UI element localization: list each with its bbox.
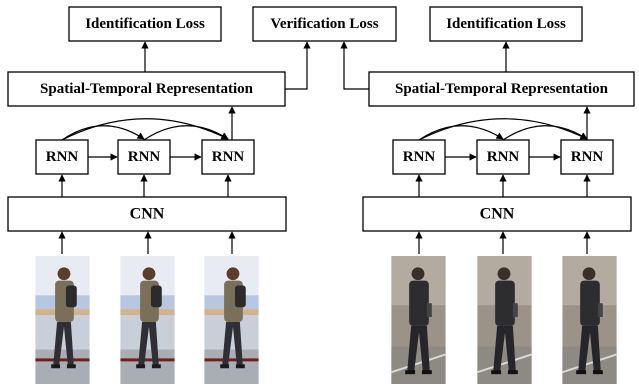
- representation-left-label: Spatial-Temporal Representation: [40, 81, 254, 97]
- pedestrian-frame-right-3: [562, 256, 617, 384]
- cnn-right: CNN: [362, 196, 632, 232]
- rnn-right-3-label: RNN: [571, 149, 604, 165]
- identification-loss-left: Identification Loss: [68, 6, 222, 42]
- cnn-left: CNN: [7, 196, 287, 232]
- skip-arc-left-1-2: [61, 125, 145, 141]
- verification-loss: Verification Loss: [252, 6, 397, 42]
- skip-arc-right-1-2: [418, 125, 504, 141]
- identification-loss-left-label: Identification Loss: [85, 16, 205, 32]
- representation-right-label: Spatial-Temporal Representation: [395, 81, 609, 97]
- identification-loss-right-label: Identification Loss: [446, 16, 566, 32]
- cnn-right-label: CNN: [480, 206, 515, 223]
- rnn-left-2-label: RNN: [128, 149, 161, 165]
- pedestrian-frame-right-2: [477, 256, 532, 384]
- pedestrian-frame-right-1: [391, 256, 446, 384]
- pedestrian-frame-left-3: [204, 256, 259, 384]
- rnn-left-1-label: RNN: [46, 149, 79, 165]
- rnn-left-3-label: RNN: [212, 149, 245, 165]
- rnn-right-1: RNN: [392, 139, 446, 175]
- rnn-right-1-label: RNN: [403, 149, 436, 165]
- arrow-rep-right-to-verification: [340, 41, 369, 90]
- cnn-left-label: CNN: [130, 206, 165, 223]
- identification-loss-right: Identification Loss: [429, 6, 583, 42]
- skip-arc-right-1-3: [418, 118, 588, 141]
- spatial-temporal-representation-left: Spatial-Temporal Representation: [7, 71, 286, 107]
- rnn-left-1: RNN: [35, 139, 89, 175]
- rnn-right-2-label: RNN: [487, 149, 520, 165]
- rnn-left-3: RNN: [201, 139, 255, 175]
- arrow-rep-left-to-verification: [285, 41, 311, 90]
- pedestrian-frame-left-1: [35, 256, 90, 384]
- skip-arc-right-2-3: [502, 125, 588, 141]
- rnn-right-2: RNN: [476, 139, 530, 175]
- verification-loss-label: Verification Loss: [270, 16, 378, 32]
- skip-arc-left-1-3: [61, 118, 229, 141]
- rnn-left-2: RNN: [117, 139, 171, 175]
- rnn-right-3: RNN: [560, 139, 614, 175]
- spatial-temporal-representation-right: Spatial-Temporal Representation: [368, 71, 635, 107]
- skip-arc-left-2-3: [143, 125, 229, 141]
- pedestrian-frame-left-2: [120, 256, 175, 384]
